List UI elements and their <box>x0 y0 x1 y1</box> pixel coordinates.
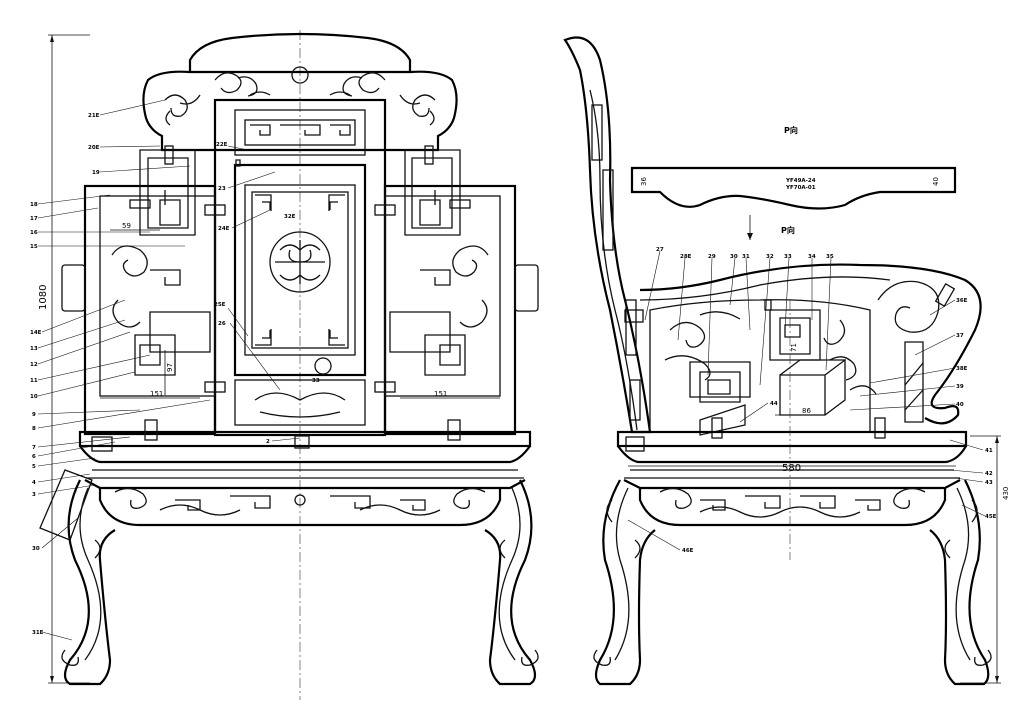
callout-32: 32 <box>766 254 774 260</box>
front-legs <box>39 469 539 686</box>
callout-32E: 32E <box>284 214 296 220</box>
profile-code-2: YF70A-01 <box>785 185 816 191</box>
callout-33: 33 <box>312 378 320 384</box>
side-height-dimension: 97 <box>166 363 174 372</box>
callout-27: 27 <box>656 247 664 253</box>
callout-45E: 45E <box>985 514 997 520</box>
callout-5: 5 <box>32 464 36 470</box>
callout-34: 34 <box>808 254 816 260</box>
callout-17: 17 <box>30 216 38 222</box>
callout-3: 3 <box>32 492 36 498</box>
side-view: P向 36 40 YF49A-24 YF70A-01 P向 <box>563 36 1010 686</box>
callout-46E: 46E <box>682 548 694 554</box>
side-back-post <box>563 36 652 434</box>
callout-2: 2 <box>266 439 270 445</box>
callout-18: 18 <box>30 202 38 208</box>
back-splat <box>213 98 387 437</box>
front-view: 1080 <box>30 30 539 700</box>
callout-24E: 24E <box>218 226 230 232</box>
callout-28E: 28E <box>680 254 692 260</box>
side-callouts: 27 28E 29 30 31 32 33 34 35 36E 37 38E 3… <box>627 247 997 554</box>
callout-37: 37 <box>956 333 964 339</box>
callout-31: 31 <box>742 254 750 260</box>
seat-depth-dimension: 580 <box>782 463 801 474</box>
overall-height-dimension: 1080 <box>38 34 90 684</box>
callout-30: 30 <box>32 546 40 552</box>
callout-36E: 36E <box>956 298 968 304</box>
side-panel: 71 86 <box>649 299 886 439</box>
side-apron-legs <box>593 479 992 686</box>
callout-22E: 22E <box>216 142 228 148</box>
block-dim-71: 71 <box>790 343 798 352</box>
block-dim-86: 86 <box>802 407 811 415</box>
callout-10: 10 <box>30 394 38 400</box>
front-seat <box>78 419 532 490</box>
front-callouts: 21E 20E 19 18 17 16 15 14E 13 12 11 10 9 <box>30 99 320 641</box>
profile-right-dim: 40 <box>932 177 940 186</box>
callout-19: 19 <box>92 170 100 176</box>
crest-rail <box>142 32 458 152</box>
callout-23: 23 <box>218 186 226 192</box>
callout-9: 9 <box>32 412 36 418</box>
callout-26: 26 <box>218 321 226 327</box>
callout-42: 42 <box>985 471 993 477</box>
p-view-label-top: P向 <box>784 125 798 135</box>
profile-left-dim: 36 <box>640 177 648 186</box>
callout-40: 40 <box>956 402 964 408</box>
callout-29: 29 <box>708 254 716 260</box>
callout-4: 4 <box>32 480 36 486</box>
right-panel-width-dimension: 151 <box>434 390 447 398</box>
back-side-frames <box>61 145 539 436</box>
top-gap-dimension: 59 <box>122 222 131 230</box>
callout-21E: 21E <box>88 113 100 119</box>
callout-12: 12 <box>30 362 38 368</box>
leg-section-detail <box>39 469 93 541</box>
side-armrest <box>639 263 982 425</box>
callout-6: 6 <box>32 454 36 460</box>
callout-14E: 14E <box>30 330 42 336</box>
callout-13: 13 <box>30 346 38 352</box>
callout-8: 8 <box>32 426 36 432</box>
callout-38E: 38E <box>956 366 968 372</box>
p-view-label-mid: P向 <box>781 225 795 235</box>
callout-31E: 31E <box>32 630 44 636</box>
callout-30s: 30 <box>730 254 738 260</box>
callout-41: 41 <box>985 448 993 454</box>
callout-43: 43 <box>985 480 993 486</box>
callout-11: 11 <box>30 378 38 384</box>
seat-height-dimension: 430 <box>960 435 1010 684</box>
seat-height-label: 430 <box>1002 487 1010 500</box>
callout-44: 44 <box>770 401 778 407</box>
callout-35: 35 <box>826 254 834 260</box>
callout-20E: 20E <box>88 145 100 151</box>
callout-33s: 33 <box>784 254 792 260</box>
callout-7: 7 <box>32 445 36 451</box>
side-seat: 580 <box>616 300 968 560</box>
callout-39: 39 <box>956 384 964 390</box>
callout-16: 16 <box>30 230 38 236</box>
overall-height-label: 1080 <box>38 285 49 310</box>
front-apron <box>98 487 502 527</box>
callout-25E: 25E <box>214 302 226 308</box>
callout-15: 15 <box>30 244 38 250</box>
front-view-dimensions: 59 151 151 97 <box>100 222 500 399</box>
p-view-profile: P向 36 40 YF49A-24 YF70A-01 P向 <box>630 125 957 240</box>
profile-code-1: YF49A-24 <box>785 178 816 184</box>
left-panel-width-dimension: 151 <box>150 390 163 398</box>
